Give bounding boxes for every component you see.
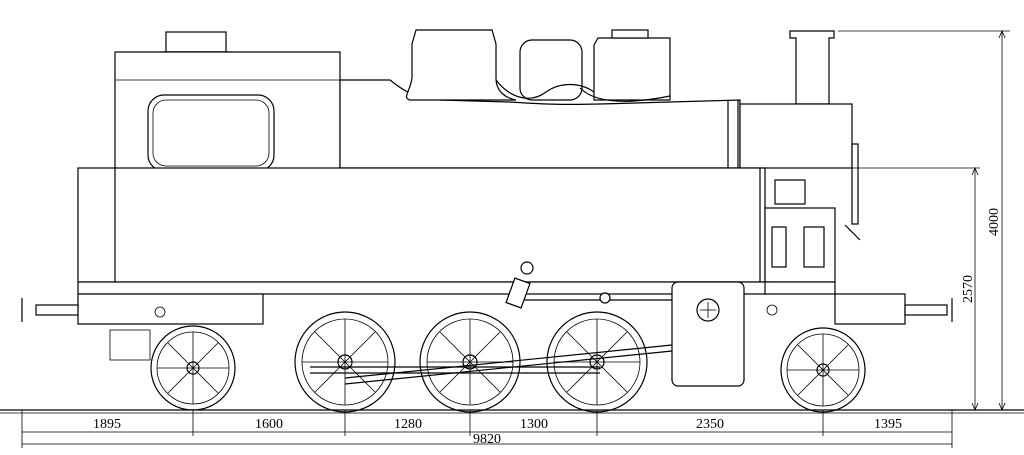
dimension-1: 1895: [93, 417, 121, 432]
bunker: [77, 167, 117, 283]
wheel-driver-1: [294, 311, 396, 413]
sand-dome: [519, 39, 583, 101]
cab-roof-vent: [165, 31, 227, 53]
wheel-leading: [780, 327, 866, 413]
headlamp: [774, 179, 806, 205]
length-dimensions: 1895 1600 1280 1300 2350 1395 9820: [21, 410, 953, 448]
cylinder-body: [671, 281, 745, 387]
cylinder: [671, 281, 745, 387]
smokebox: [739, 103, 853, 169]
height-total-label: 4000: [987, 208, 1002, 236]
dome-top: [611, 29, 649, 39]
tank-body: [114, 167, 766, 283]
front-end: [764, 179, 861, 283]
wheel-trailing: [150, 325, 236, 411]
running-board: [77, 281, 769, 295]
dome-front: [405, 29, 517, 101]
height-boiler-label: 2570: [961, 275, 976, 303]
chimney: [788, 30, 838, 105]
dimension-6: 1395: [874, 417, 902, 432]
front-valve-box: [764, 207, 836, 283]
rods: [310, 261, 673, 385]
frame: [77, 281, 906, 361]
height-dimensions: 4000 2570: [838, 29, 1010, 412]
smokebox-door: [851, 143, 859, 225]
side-tank: [114, 167, 766, 283]
dome-rear: [593, 37, 671, 101]
front-window-1: [771, 226, 787, 268]
rail-line: [0, 409, 1024, 414]
dimension-5: 2350: [696, 417, 724, 432]
overall-length-label: 9820: [473, 432, 501, 447]
buffer-front: [904, 298, 953, 322]
domes: [405, 29, 671, 102]
buffer-rear: [21, 298, 79, 322]
front-window-2: [803, 226, 825, 268]
cylinder-cover-icon: [696, 298, 720, 322]
boiler: [339, 79, 859, 225]
dimension-3: 1280: [394, 417, 422, 432]
dimension-4: 1300: [520, 417, 548, 432]
dimension-2: 1600: [255, 417, 283, 432]
